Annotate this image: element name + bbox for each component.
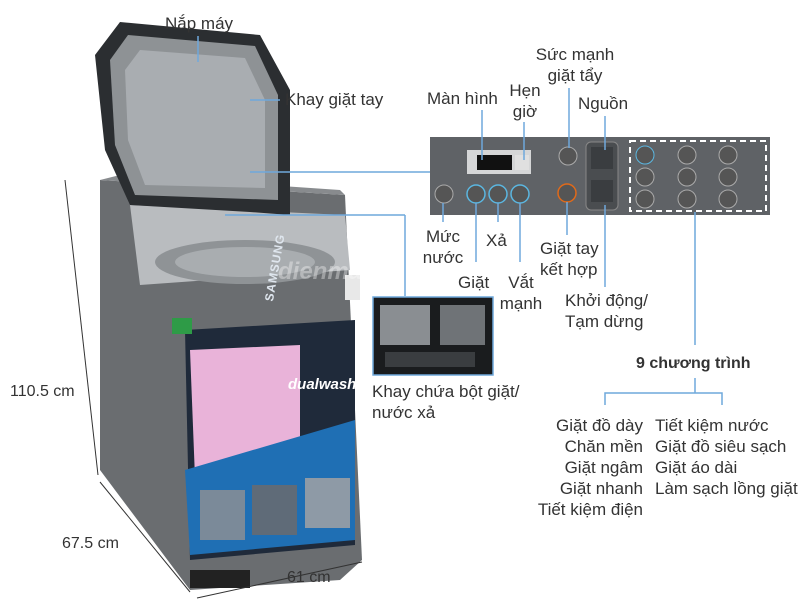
label-detergent-line2: nước xả: [372, 403, 436, 422]
label-wash: Giặt: [458, 273, 490, 292]
label-water-level-line1: Mức: [425, 227, 461, 246]
program-item: Chăn mền: [564, 437, 643, 456]
label-lid: Nắp máy: [165, 14, 234, 33]
dimension-height: 110.5 cm: [10, 383, 75, 400]
label-combined-line2: kết hợp: [540, 260, 598, 279]
label-start-line2: Tạm dừng: [565, 312, 644, 331]
leader-lines: [197, 36, 723, 405]
programs-right-list: Tiết kiệm nước Giặt đồ siêu sạch Giặt áo…: [655, 415, 798, 499]
programs-title: 9 chương trình: [636, 355, 751, 372]
label-detergent-tray: Khay chứa bột giặt/ nước xả: [372, 381, 519, 423]
watermark: dienmay: [278, 258, 376, 285]
control-panel: [430, 137, 770, 215]
label-spin-line1: Vắt: [508, 273, 534, 292]
program-item: Tiết kiệm nước: [655, 416, 769, 435]
label-start-pause: Khởi động/ Tạm dừng: [565, 290, 648, 332]
label-spin-line2: mạnh: [499, 294, 543, 313]
label-combined-line1: Giặt tay: [540, 239, 599, 258]
program-item: Giặt đồ dày: [556, 416, 643, 435]
detergent-tray-photo: [372, 296, 494, 376]
program-item: Tiết kiệm điện: [537, 500, 643, 519]
label-start-line1: Khởi động/: [565, 291, 648, 310]
dimension-depth: 67.5 cm: [62, 535, 119, 552]
program-item: Giặt nhanh: [559, 479, 643, 498]
program-item: Giặt áo dài: [655, 458, 738, 477]
label-wash-power-line1: Sức mạnh: [535, 45, 615, 64]
program-item: Làm sạch lồng giặt: [655, 479, 798, 498]
label-timer-line2: giờ: [512, 102, 538, 121]
dimension-width: 61 cm: [287, 569, 331, 586]
washing-machine: [95, 22, 362, 590]
label-combined-hand-wash: Giặt tay kết hợp: [540, 238, 599, 280]
label-timer-line1: Hẹn: [509, 81, 541, 100]
label-timer: Hẹn giờ: [508, 80, 542, 122]
label-display: Màn hình: [427, 89, 498, 108]
dimension-lines: [64, 179, 363, 599]
label-rinse: Xả: [486, 231, 507, 250]
label-hand-wash-tray: Khay giặt tay: [285, 90, 384, 109]
programs-left-list: Giặt đồ dày Chăn mền Giặt ngâm Giặt nhan…: [538, 415, 643, 520]
dualwash-logo: dualwash: [288, 376, 357, 393]
program-item: Giặt đồ siêu sạch: [655, 437, 787, 456]
label-water-level-line2: nước: [422, 248, 464, 267]
label-power: Nguồn: [578, 94, 629, 113]
label-wash-power-line2: giặt tẩy: [547, 66, 603, 85]
program-item: Giặt ngâm: [564, 458, 643, 477]
label-water-level: Mức nước: [418, 226, 468, 268]
label-wash-power: Sức mạnh giặt tẩy: [530, 44, 620, 86]
label-spin: Vắt mạnh: [498, 272, 544, 314]
label-detergent-line1: Khay chứa bột giặt/: [372, 382, 520, 401]
